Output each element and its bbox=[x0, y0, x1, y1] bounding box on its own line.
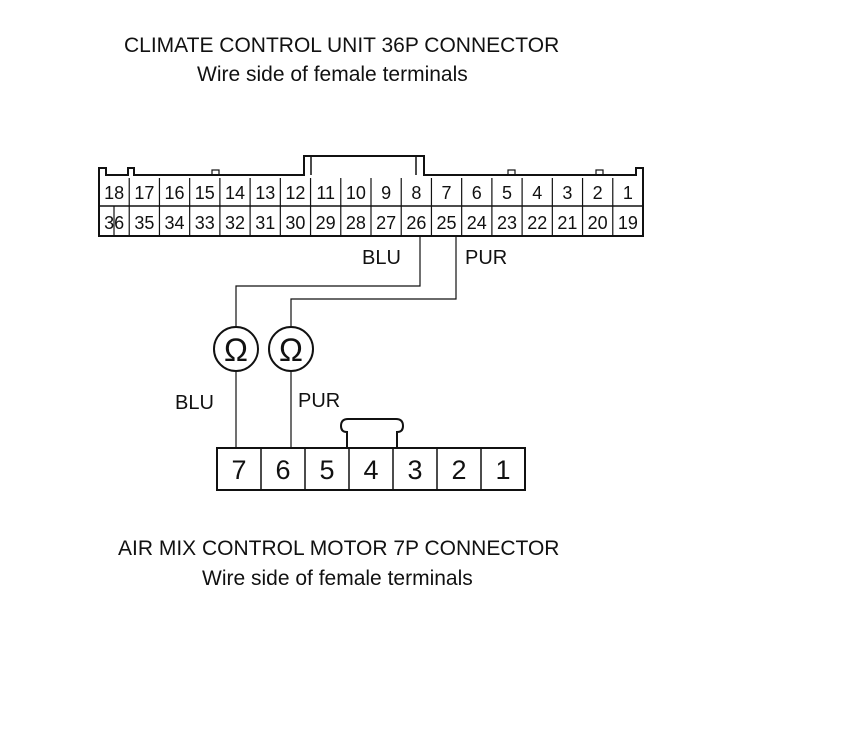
ohm-symbol: Ω bbox=[224, 332, 248, 368]
pin-label: 21 bbox=[557, 213, 577, 233]
ohmmeter-icon: Ω bbox=[213, 326, 259, 372]
pin-label: 24 bbox=[467, 213, 487, 233]
pin-label: 22 bbox=[527, 213, 547, 233]
pin-label: 18 bbox=[104, 183, 124, 203]
pin-label: 3 bbox=[407, 455, 422, 485]
pin-label: 10 bbox=[346, 183, 366, 203]
pin-label: 27 bbox=[376, 213, 396, 233]
pin-label: 7 bbox=[442, 183, 452, 203]
pin-label: 31 bbox=[255, 213, 275, 233]
pin-label: 6 bbox=[275, 455, 290, 485]
top-connector-title: CLIMATE CONTROL UNIT 36P CONNECTOR bbox=[124, 34, 560, 57]
pin-label: 30 bbox=[285, 213, 305, 233]
pin-label: 7 bbox=[231, 455, 246, 485]
connector-36p-cells: 1836173516341533143213311230112910289278… bbox=[104, 178, 638, 236]
top-connector-subtitle: Wire side of female terminals bbox=[197, 63, 468, 86]
ohmmeter-icon: Ω bbox=[268, 326, 314, 372]
wire-label-pur-bottom: PUR bbox=[298, 390, 340, 412]
pin-label: 34 bbox=[165, 213, 185, 233]
pin-label: 17 bbox=[134, 183, 154, 203]
pin-label: 23 bbox=[497, 213, 517, 233]
pin-label: 11 bbox=[316, 183, 335, 203]
wire-label-pur-top: PUR bbox=[465, 247, 507, 269]
ohm-symbol: Ω bbox=[279, 332, 303, 368]
wire-pur bbox=[290, 236, 457, 448]
pin-label: 35 bbox=[134, 213, 154, 233]
pin-label: 8 bbox=[411, 183, 421, 203]
connector-7p bbox=[216, 418, 526, 491]
wire-label-blu-bottom: BLU bbox=[175, 392, 214, 414]
pin-label: 14 bbox=[225, 183, 245, 203]
bottom-connector-subtitle: Wire side of female terminals bbox=[202, 567, 473, 590]
pin-label: 5 bbox=[502, 183, 512, 203]
pin-label: 20 bbox=[588, 213, 608, 233]
wire-label-blu-top: BLU bbox=[362, 247, 401, 269]
bottom-connector-title: AIR MIX CONTROL MOTOR 7P CONNECTOR bbox=[118, 537, 560, 560]
pin-label: 2 bbox=[451, 455, 466, 485]
pin-label: 3 bbox=[562, 183, 572, 203]
pin-label: 13 bbox=[255, 183, 275, 203]
pin-label: 4 bbox=[363, 455, 378, 485]
pin-label: 16 bbox=[165, 183, 185, 203]
pin-label: 5 bbox=[319, 455, 334, 485]
pin-label: 15 bbox=[195, 183, 215, 203]
pin-label: 33 bbox=[195, 213, 215, 233]
pin-label: 9 bbox=[381, 183, 391, 203]
pin-label: 6 bbox=[472, 183, 482, 203]
pin-label: 32 bbox=[225, 213, 245, 233]
pin-label: 1 bbox=[623, 183, 633, 203]
pin-label: 29 bbox=[316, 213, 336, 233]
pin-label: 19 bbox=[618, 213, 638, 233]
wire-blu bbox=[235, 236, 421, 448]
pin-label: 12 bbox=[285, 183, 305, 203]
pin-label: 26 bbox=[406, 213, 426, 233]
pin-label: 4 bbox=[532, 183, 542, 203]
pin-label: 2 bbox=[593, 183, 603, 203]
pin-label: 25 bbox=[437, 213, 457, 233]
pin-label: 28 bbox=[346, 213, 366, 233]
pin-label: 1 bbox=[495, 455, 510, 485]
